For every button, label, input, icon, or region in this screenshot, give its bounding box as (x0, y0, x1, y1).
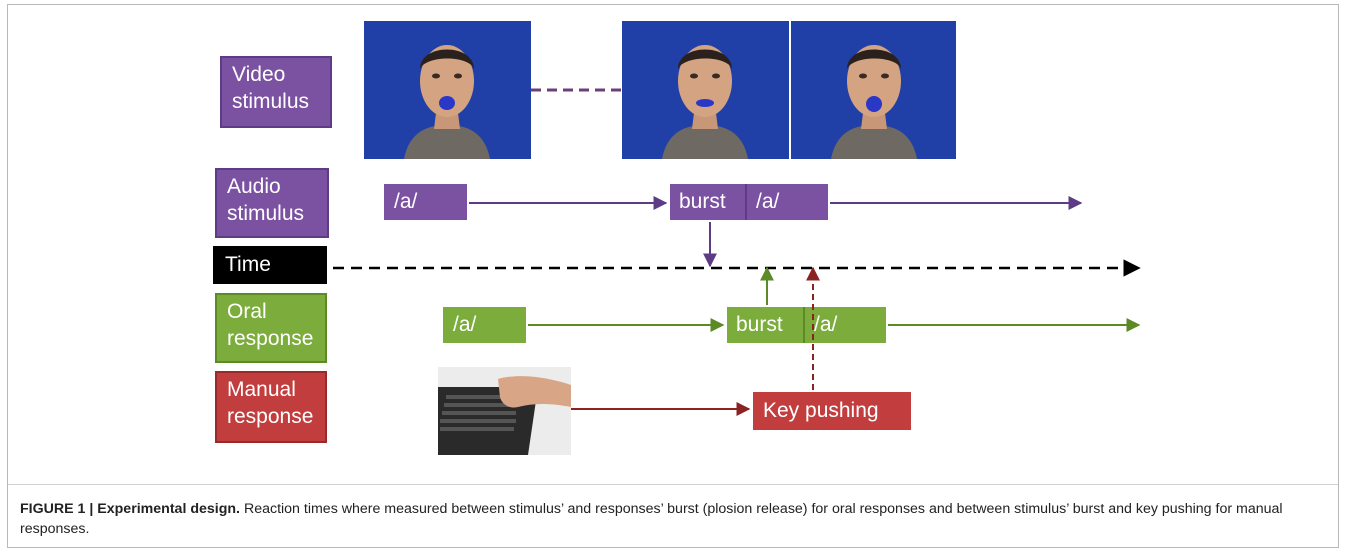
oral-a2-label: /a/ (803, 307, 886, 343)
row-label-time: Time (213, 246, 327, 284)
video-frame-3-image (791, 21, 956, 159)
caption-divider (8, 484, 1338, 485)
oral-burst-a-box: burst /a/ (725, 305, 888, 345)
row-label-oral-response: Oral response (215, 293, 327, 363)
audio-burst-label: burst (679, 190, 726, 213)
caption-label: FIGURE 1 | Experimental design. (20, 501, 240, 517)
audio-a-box: /a/ (382, 182, 469, 222)
caption-text: Reaction times where measured between st… (20, 501, 1283, 537)
oral-burst-label: burst (736, 313, 783, 336)
row-label-manual-response: Manual response (215, 371, 327, 443)
video-frame-2-image (622, 21, 789, 159)
row-label-audio-stimulus: Audio stimulus (215, 168, 329, 238)
video-frame-1-image (364, 21, 531, 159)
audio-a2-label: /a/ (745, 184, 828, 220)
oral-a-box: /a/ (441, 305, 528, 345)
keyboard-hand-image (438, 367, 571, 455)
figure-caption: FIGURE 1 | Experimental design. Reaction… (20, 499, 1325, 539)
key-pushing-box: Key pushing (751, 390, 913, 432)
row-label-video-stimulus: Video stimulus (220, 56, 332, 128)
audio-burst-a-box: burst /a/ (668, 182, 830, 222)
